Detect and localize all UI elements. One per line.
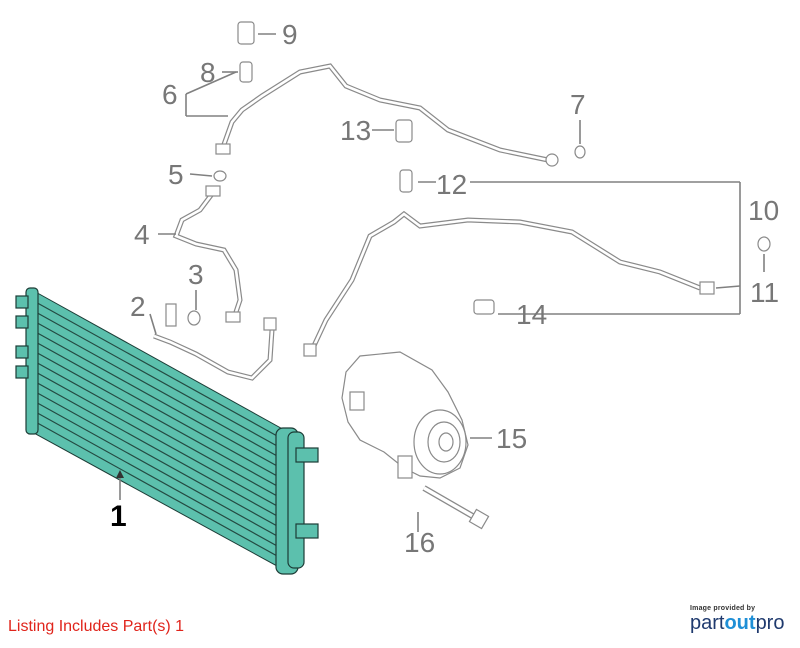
callout-15: 15: [496, 423, 527, 454]
callout-13: 13: [340, 115, 371, 146]
condenser-tubes: [31, 299, 289, 563]
leader-lines: [116, 33, 765, 532]
callout-2: 2: [130, 291, 146, 322]
logo-part: part: [690, 612, 725, 634]
callout-5: 5: [168, 159, 184, 190]
listing-includes-text: Listing Includes Part(s) 1: [8, 618, 185, 635]
callout-16: 16: [404, 527, 435, 558]
callout-labels: 1 2 3 4 5 6 7 8 9 10 11 12 13 14 15 16: [110, 19, 779, 558]
credit-provided-by: Image provided by: [690, 605, 756, 612]
image-credit: Image provided by partoutpro: [690, 605, 795, 634]
hose-lines: [153, 63, 715, 381]
callout-14: 14: [516, 299, 547, 330]
callout-7: 7: [570, 89, 586, 120]
logo-pro: pro: [755, 612, 785, 634]
callout-8: 8: [200, 57, 216, 88]
bolt-part-16[interactable]: [422, 485, 490, 530]
callout-9: 9: [282, 19, 298, 50]
callout-11: 11: [750, 277, 779, 308]
callout-3: 3: [188, 259, 204, 290]
callout-4: 4: [134, 219, 150, 250]
condenser-part-1[interactable]: [15, 287, 319, 575]
compressor-part-15[interactable]: [341, 351, 469, 479]
small-parts: [187, 21, 771, 326]
callout-10: 10: [748, 195, 779, 226]
partoutpro-logo: partoutpro: [690, 612, 795, 634]
logo-out: out: [724, 612, 756, 634]
callout-12: 12: [436, 169, 467, 200]
callout-1: 1: [110, 500, 127, 533]
callout-6: 6: [162, 79, 178, 110]
